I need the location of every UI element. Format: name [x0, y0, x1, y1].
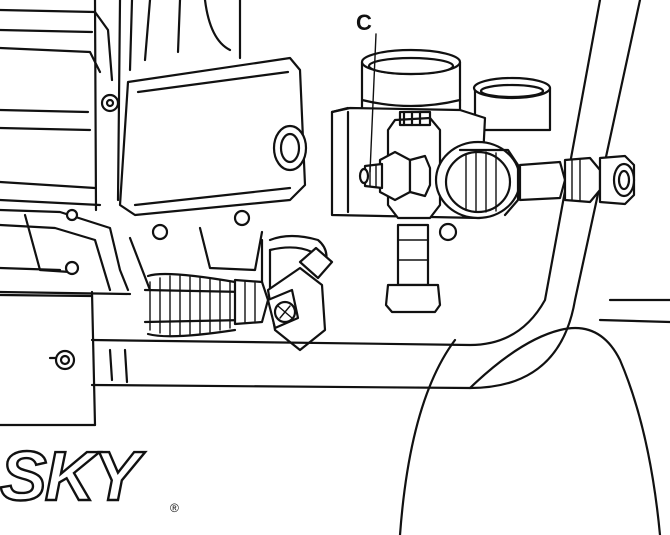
- callout-c-leader: [369, 33, 377, 173]
- brand-registered-mark: ®: [170, 501, 179, 515]
- regulator-assembly: [330, 48, 636, 314]
- air-tank: [398, 298, 670, 535]
- frame: [0, 0, 642, 427]
- callout-c-label: C: [356, 10, 372, 35]
- coiled-pipe: [143, 246, 334, 352]
- brand-logo-text: SKY: [0, 437, 145, 515]
- callout-c: C: [356, 10, 377, 173]
- brand-logo: SKY ®: [0, 436, 179, 516]
- motor-housing: [0, 0, 308, 296]
